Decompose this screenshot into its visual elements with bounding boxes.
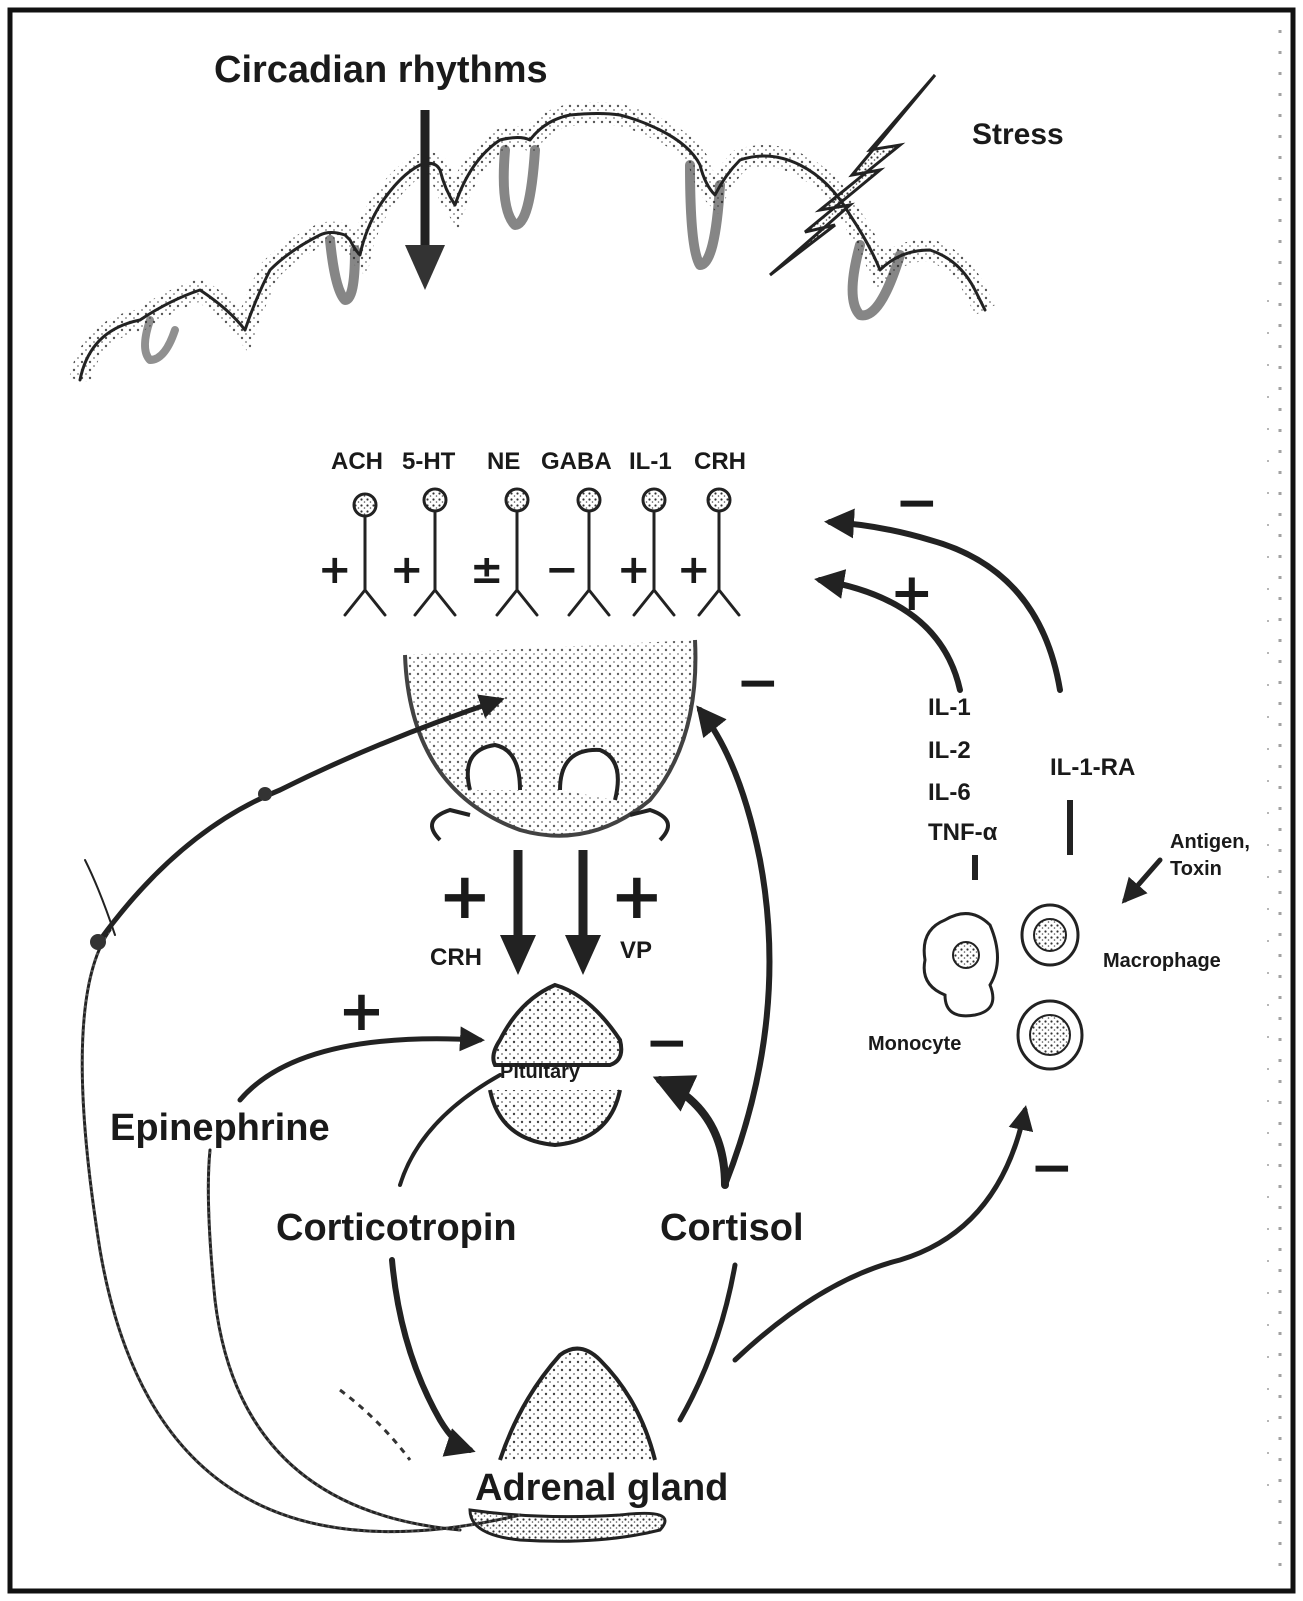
il1ra-label: IL-1-RA [1050,754,1135,781]
monocyte-label: Monocyte [868,1033,961,1055]
sign-hypothalamus-feedback: − [736,653,780,713]
antigen-arrow [1125,860,1160,900]
sign-epinephrine: + [338,979,385,1044]
monocyte-cell [924,914,997,1016]
adrenal-gland-shape [500,1349,655,1460]
scan-edge-noise [1268,30,1280,1580]
vp-arrow [565,850,601,975]
kidney-shape [470,1510,665,1541]
hypothalamus [405,640,695,840]
antigen-label: Antigen, [1170,831,1250,853]
epinephrine-label: Epinephrine [110,1107,330,1149]
adrenal-cortisol-line [680,1265,735,1420]
cortisol-label: Cortisol [660,1207,804,1249]
sign-crh-left: + [438,860,492,934]
sign-ne: ± [470,547,504,593]
cortisol-hypothalamus-feedback [700,710,769,1185]
sign-5ht: + [390,547,424,593]
dashed-adrenal-link [340,1390,410,1460]
crh-mid-label: CRH [430,944,482,971]
sign-cytokine-plus: + [890,563,934,623]
ganglion-branch [85,860,115,935]
sign-crh: + [677,547,711,593]
tnf-label: TNF-α [928,819,998,846]
toxin-label: Toxin [1170,858,1222,880]
ne-label: NE [487,448,520,475]
macrophage-cell-upper [1022,905,1078,965]
il1ra-to-neuron-arrow [830,522,1060,690]
ganglion-node-upper [258,787,272,801]
epinephrine-pituitary-arrow [240,1039,480,1100]
macrophage-label: Macrophage [1103,950,1221,972]
cortisol-pituitary-feedback [660,1080,725,1185]
cortex-outline [80,114,985,381]
macrophage-cell-lower [1018,1001,1082,1069]
gaba-label: GABA [541,448,612,475]
ach-label: ACH [331,448,383,475]
corticotropin-adrenal-arrow [392,1260,470,1450]
stress-label: Stress [972,118,1064,151]
sign-ach: + [318,547,352,593]
sign-pituitary-feedback: − [645,1013,689,1073]
crh-top-label: CRH [694,448,746,475]
pituitary-label: Pituitary [500,1061,581,1083]
circadian-label: Circadian rhythms [214,49,548,91]
5ht-label: 5-HT [402,448,456,475]
vp-label: VP [620,937,652,964]
il6-label: IL-6 [928,779,971,806]
adrenal-gland-label: Adrenal gland [475,1467,728,1509]
sign-gaba: − [545,547,579,593]
ganglion-node [90,934,106,950]
sign-vp-right: + [610,860,664,934]
crh-arrow [500,850,536,975]
sign-il1ra-minus: − [895,473,939,533]
pituitary-corticotropin-line [400,1075,500,1185]
corticotropin-label: Corticotropin [276,1207,517,1249]
il1-label: IL-1 [928,694,971,721]
il2-label: IL-2 [928,737,971,764]
sign-immune-minus: − [1030,1138,1074,1198]
sign-il1: + [617,547,651,593]
circadian-arrow [405,110,445,290]
il1-top-label: IL-1 [629,448,672,475]
